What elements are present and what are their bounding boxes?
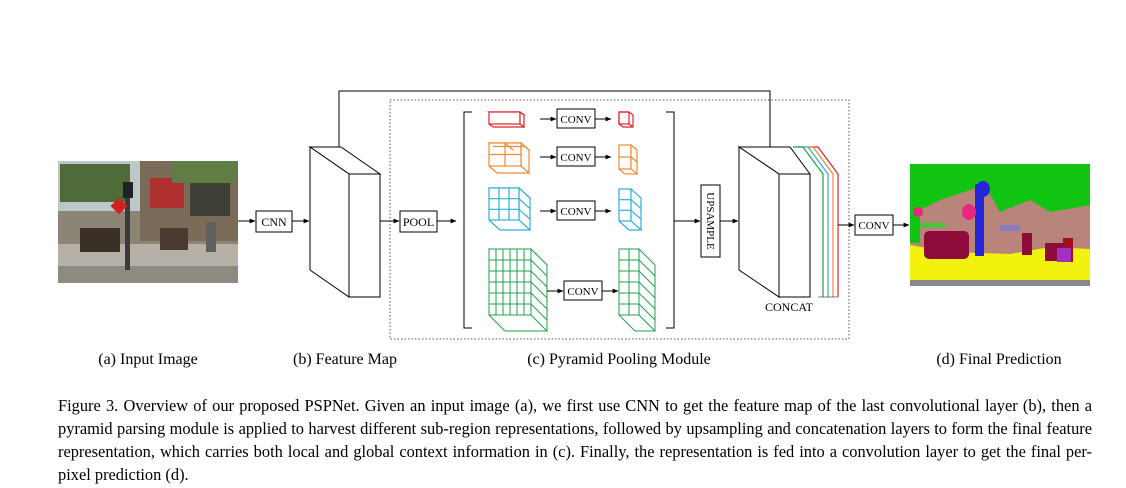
pool-output-1	[618, 111, 634, 128]
pool-output-4	[618, 247, 656, 333]
pspnet-figure: CNN POOL CONV	[58, 90, 1090, 368]
label-pyramid-pooling: (c) Pyramid Pooling Module	[527, 351, 711, 368]
left-bracket	[463, 111, 472, 329]
label-final-prediction: (d) Final Prediction	[936, 351, 1061, 368]
pool-output-2	[618, 143, 638, 176]
figure-caption: Figure 3. Overview of our proposed PSPNe…	[58, 396, 1092, 484]
label-feature-map: (b) Feature Map	[293, 351, 397, 368]
pool-output-3	[618, 187, 642, 232]
concat-label: CONCAT	[765, 300, 814, 314]
concat-stack	[737, 146, 839, 298]
cnn-label: CNN	[261, 215, 287, 229]
conv-label-1: CONV	[560, 114, 591, 126]
input-image	[58, 161, 238, 283]
conv-label-4: CONV	[567, 286, 598, 298]
pool-level-4	[487, 247, 549, 333]
label-input-image: (a) Input Image	[98, 351, 198, 368]
skip-connection	[338, 90, 773, 158]
prediction-map	[910, 164, 1090, 286]
right-bracket	[666, 111, 675, 329]
pool-level-1	[487, 110, 526, 129]
pool-level-3	[487, 186, 532, 232]
pool-level-2	[487, 141, 531, 175]
pyramid-pooling-boundary	[389, 99, 850, 340]
conv-label-2: CONV	[560, 152, 591, 164]
final-conv-label: CONV	[858, 220, 889, 232]
feature-map	[308, 146, 382, 298]
conv-label-3: CONV	[560, 206, 591, 218]
pool-label: POOL	[403, 215, 434, 229]
upsample-label: UPSAMPLE	[704, 192, 716, 250]
